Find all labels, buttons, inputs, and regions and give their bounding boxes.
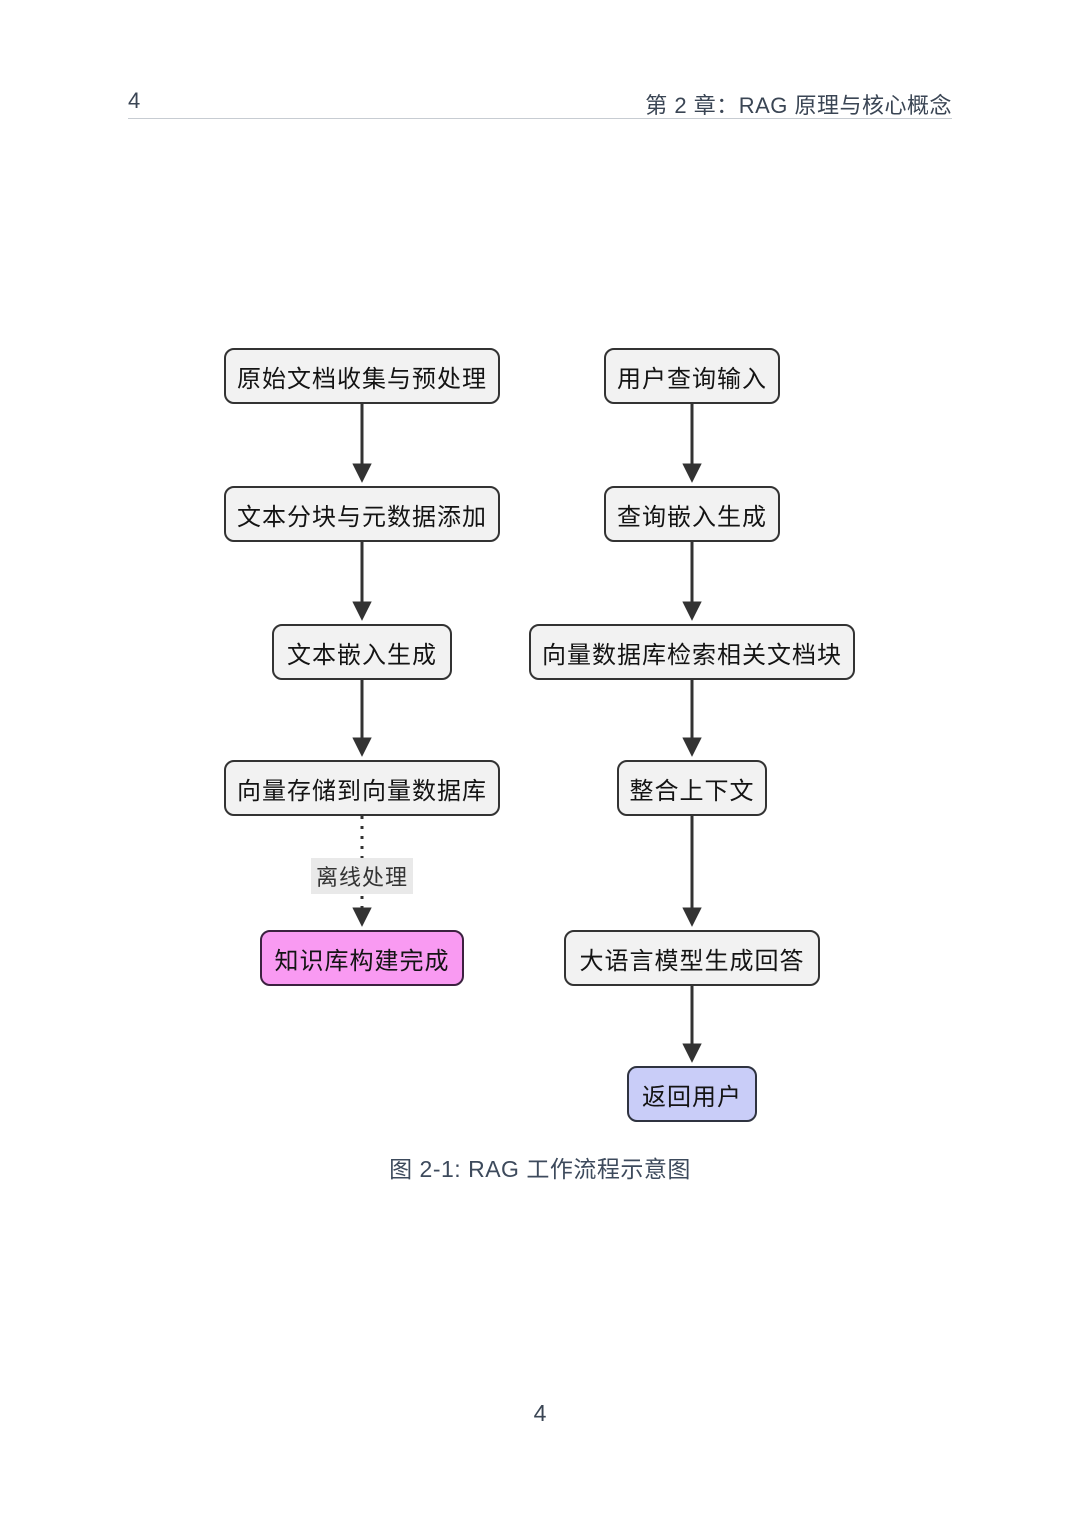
flow-node-text-embedding: 文本嵌入生成 — [272, 624, 452, 680]
edge-label-offline-processing: 离线处理 — [310, 858, 414, 894]
header-chapter-title: 第 2 章：RAG 原理与核心概念 — [645, 93, 952, 118]
header-rule — [128, 118, 952, 119]
footer-page-number: 4 — [533, 1400, 547, 1426]
header-page-number: 4 — [128, 88, 141, 113]
flow-node-user-query: 用户查询输入 — [604, 348, 780, 404]
flow-node-chunk-metadata: 文本分块与元数据添加 — [224, 486, 500, 542]
figure-caption: 图 2-1: RAG 工作流程示意图 — [389, 1156, 691, 1182]
flow-node-return-user: 返回用户 — [627, 1066, 757, 1122]
flow-node-vector-retrieve: 向量数据库检索相关文档块 — [529, 624, 855, 680]
flow-node-llm-generate: 大语言模型生成回答 — [564, 930, 820, 986]
flow-node-query-embedding: 查询嵌入生成 — [604, 486, 780, 542]
flow-node-combine-context: 整合上下文 — [617, 760, 767, 816]
flow-node-knowledge-base-done: 知识库构建完成 — [260, 930, 464, 986]
flow-node-vector-store: 向量存储到向量数据库 — [224, 760, 500, 816]
flow-node-collect-preprocess: 原始文档收集与预处理 — [224, 348, 500, 404]
